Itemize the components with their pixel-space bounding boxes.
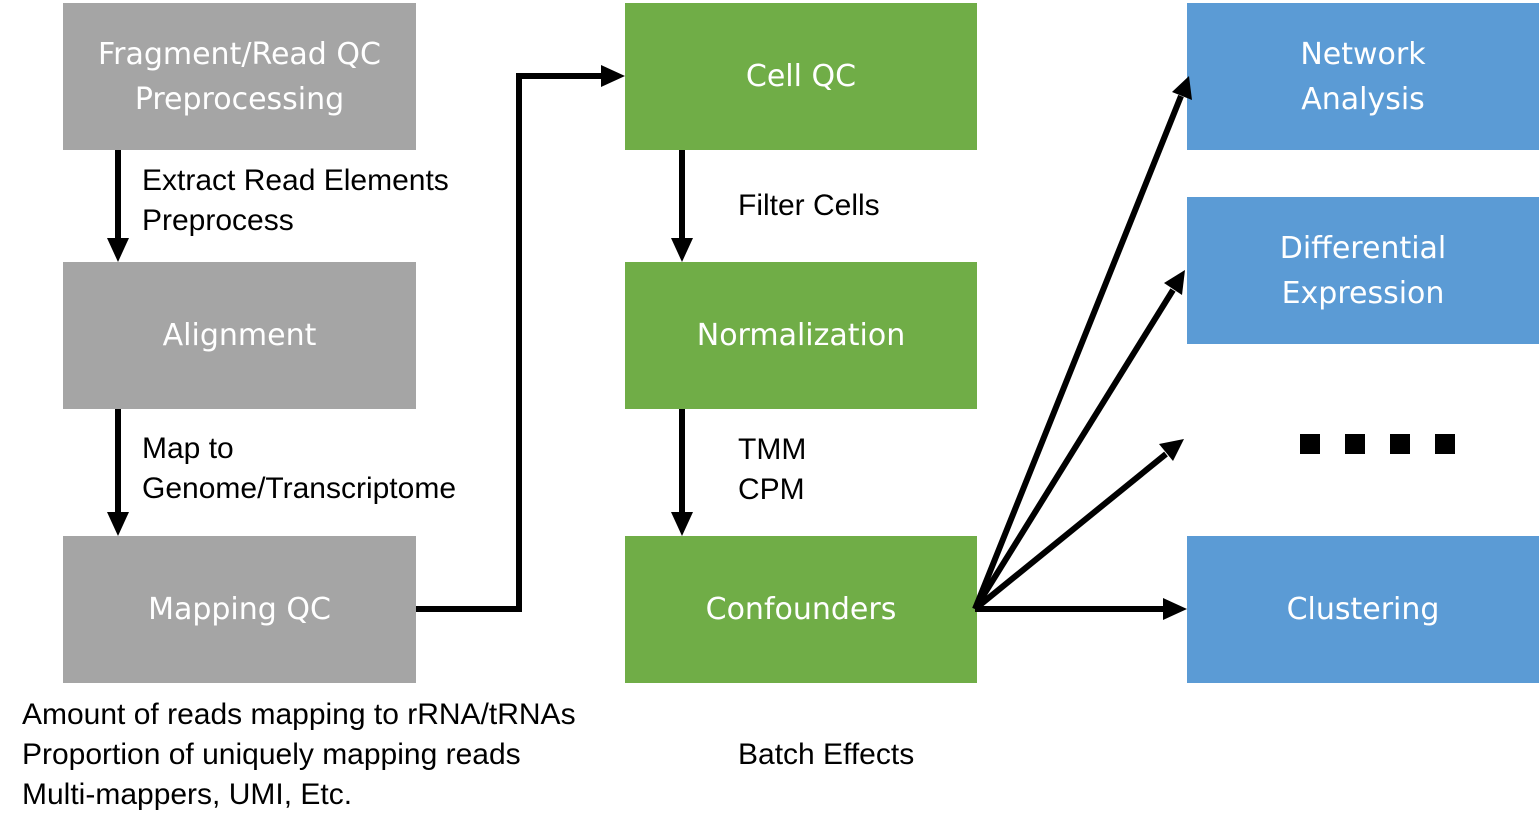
fragment-read-qc-line-2: Preprocessing	[134, 81, 345, 117]
batch-effects-text: Batch Effects	[738, 738, 915, 771]
mapping-qc-box: Mapping QC	[63, 536, 416, 683]
ellipsis-dot	[1390, 434, 1410, 454]
mapping-metrics-label: Amount of reads mapping to rRNA/tRNAs Pr…	[22, 695, 576, 815]
cpm-text: CPM	[738, 473, 805, 506]
arrow-mapping-qc-to-cell-qc	[416, 73, 603, 612]
normalization-box: Normalization	[625, 262, 977, 409]
batch-effects-label: Batch Effects	[738, 735, 914, 775]
normalization-label: Normalization	[696, 318, 906, 353]
extract-line-1: Extract Read Elements	[142, 164, 449, 197]
confounders-box: Confounders	[625, 536, 977, 683]
confounders-label: Confounders	[705, 592, 897, 627]
arrow-confounders-to-ellipsis	[973, 451, 1168, 612]
clustering-label: Clustering	[1286, 592, 1440, 627]
network-analysis-box: Network Analysis	[1187, 3, 1539, 150]
arrow-confounders-to-network	[972, 94, 1184, 611]
tmm-text: TMM	[738, 433, 807, 466]
filter-cells-text: Filter Cells	[738, 189, 880, 222]
ellipsis-dots	[1300, 434, 1455, 454]
cell-qc-label: Cell QC	[745, 59, 857, 94]
map-to-line-2: Genome/Transcriptome	[142, 472, 457, 505]
arrowhead-differential	[1164, 270, 1185, 295]
mapping-metrics-line-1: Amount of reads mapping to rRNA/tRNAs	[22, 698, 576, 731]
tmm-cpm-label: TMM CPM	[738, 430, 806, 510]
fragment-read-qc-line-1: Fragment/Read QC	[98, 36, 381, 72]
arrowhead-network	[1172, 76, 1192, 100]
mapping-metrics-line-2: Proportion of uniquely mapping reads	[22, 738, 521, 771]
arrowhead-confounders	[671, 512, 693, 536]
filter-cells-label: Filter Cells	[738, 186, 880, 226]
arrowhead-clustering	[1163, 598, 1187, 620]
mapping-qc-label: Mapping QC	[148, 592, 331, 627]
mapping-metrics-line-3: Multi-mappers, UMI, Etc.	[22, 778, 353, 811]
alignment-box: Alignment	[63, 262, 416, 409]
map-to-line-1: Map to	[142, 432, 234, 465]
extract-read-elements-label: Extract Read Elements Preprocess	[142, 161, 449, 241]
cell-qc-box: Cell QC	[625, 3, 977, 150]
ellipsis-dot	[1435, 434, 1455, 454]
clustering-box: Clustering	[1187, 536, 1539, 683]
fragment-read-qc-box: Fragment/Read QC Preprocessing	[63, 3, 416, 150]
arrow-confounders-to-differential	[972, 288, 1176, 611]
network-analysis-line-2: Analysis	[1301, 81, 1425, 117]
arrowhead-ellipsis	[1159, 439, 1184, 461]
arrowhead-cell-qc	[601, 65, 625, 87]
differential-expression-line-2: Expression	[1281, 275, 1445, 311]
ellipsis-dot	[1300, 434, 1320, 454]
arrowhead-alignment	[107, 238, 129, 262]
arrowhead-normalization	[671, 238, 693, 262]
differential-expression-box: Differential Expression	[1187, 197, 1539, 344]
alignment-label: Alignment	[162, 318, 317, 353]
map-to-genome-label: Map to Genome/Transcriptome	[142, 429, 456, 509]
network-analysis-line-1: Network	[1300, 36, 1426, 72]
extract-line-2: Preprocess	[142, 204, 294, 237]
arrowhead-mapping-qc	[107, 512, 129, 536]
differential-expression-line-1: Differential	[1279, 230, 1447, 266]
ellipsis-dot	[1345, 434, 1365, 454]
